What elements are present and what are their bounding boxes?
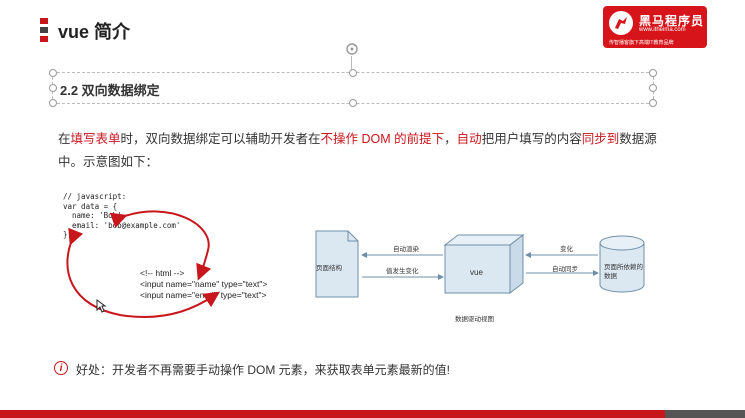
resize-handle[interactable] (649, 84, 657, 92)
cursor-icon (96, 299, 107, 316)
logo-horse-icon (609, 11, 633, 35)
resize-handle[interactable] (49, 69, 57, 77)
label-value-change: 值发生变化 (386, 268, 419, 275)
code-line: }; (63, 230, 73, 239)
resize-handle[interactable] (349, 69, 357, 77)
page-title: vue 简介 (58, 22, 131, 42)
para-highlight: 自动 (456, 132, 482, 146)
bottom-accent-bar (0, 410, 745, 418)
para-text: 在 (58, 132, 71, 146)
section-title[interactable]: 2.2 双向数据绑定 (60, 83, 160, 98)
logo-name: 黑马程序员 (639, 14, 705, 28)
label-data-source: 页面所依赖的数据 (604, 264, 643, 280)
intro-paragraph: 在填写表单时，双向数据绑定可以辅助开发者在不操作 DOM 的前提下，自动把用户填… (58, 128, 658, 174)
label-change: 变化 (560, 246, 573, 253)
resize-handle[interactable] (349, 99, 357, 107)
para-text: 把用户填写的内容 (481, 132, 582, 146)
diagram-caption: 数据驱动视图 (455, 316, 494, 323)
logo-url: www.itheima.com (639, 27, 686, 33)
resize-handle[interactable] (649, 69, 657, 77)
resize-handle[interactable] (49, 99, 57, 107)
resize-handle[interactable] (49, 84, 57, 92)
selected-textbox[interactable] (49, 69, 657, 107)
para-text: 数据源中。示意图如下： (58, 132, 657, 169)
page-structure-shape (315, 230, 359, 298)
title-accent-mark (40, 18, 48, 44)
binding-arrows (66, 210, 220, 318)
logo-slogan: 传智播客旗下高端IT教育品牌 (609, 40, 674, 46)
arrow-name-binding (109, 210, 212, 281)
benefit-text: 好处：开发者不再需要手动操作 DOM 元素，来获取表单元素最新的值! (76, 363, 451, 377)
para-highlight: 不操作 DOM 的前提下 (320, 132, 445, 146)
rotate-handle-line (351, 56, 352, 72)
para-highlight: 填写表单 (70, 132, 121, 146)
label-page-structure: 页面结构 (316, 265, 342, 272)
brand-logo: 黑马程序员 www.itheima.com 传智播客旗下高端IT教育品牌 (603, 6, 707, 48)
rotate-handle-icon[interactable] (345, 42, 359, 61)
code-line: // javascript: (63, 192, 127, 201)
para-highlight: 同步到 (581, 132, 620, 146)
label-vue: vue (470, 268, 483, 277)
arrow-email-binding (66, 227, 220, 318)
data-source-cylinder (599, 243, 645, 293)
label-auto-sync: 自动同步 (552, 266, 578, 273)
data-driven-view-diagram (315, 230, 645, 298)
resize-handle[interactable] (649, 99, 657, 107)
label-auto-render: 自动渲染 (393, 246, 419, 253)
para-text: ， (444, 132, 457, 146)
code-line: var data = { (63, 201, 118, 211)
bottom-dark-bar (665, 410, 745, 418)
info-icon: i (54, 361, 68, 375)
para-text: 时，双向数据绑定可以辅助开发者在 (120, 132, 321, 146)
